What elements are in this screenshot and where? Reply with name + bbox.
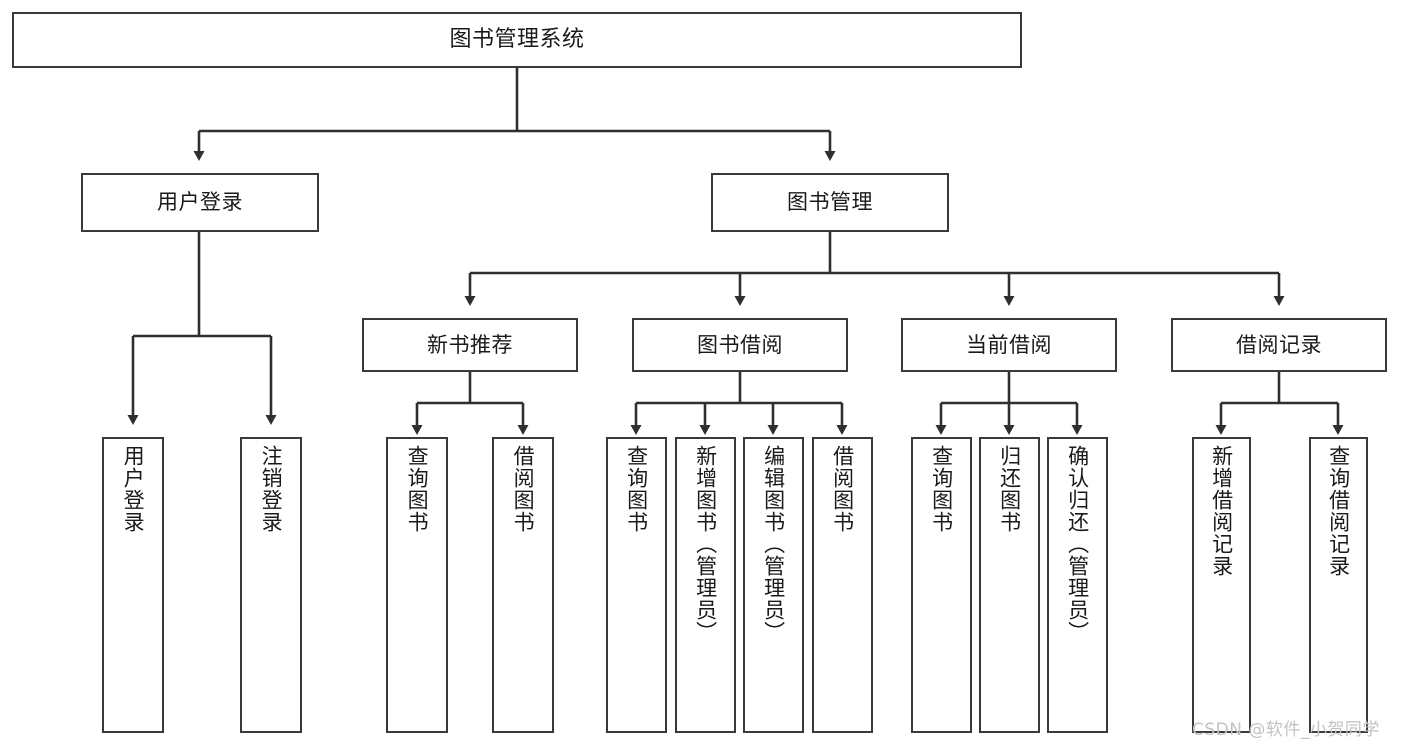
leaf-book-borrow-borrow-book[interactable]: 借阅图书 bbox=[812, 437, 873, 733]
node-label: 新书推荐 bbox=[427, 332, 513, 357]
node-label: 借阅图书 bbox=[830, 445, 855, 533]
node-label: 图书借阅 bbox=[697, 332, 783, 357]
leaf-user-login-login[interactable]: 用户登录 bbox=[102, 437, 164, 733]
leaf-current-borrow-confirm-return-admin[interactable]: 确认归还（管理员） bbox=[1047, 437, 1108, 733]
node-label: 用户登录 bbox=[121, 445, 146, 533]
node-label: 借阅图书 bbox=[511, 445, 536, 533]
node-label: 编辑图书（管理员） bbox=[761, 445, 786, 643]
node-current-borrow[interactable]: 当前借阅 bbox=[901, 318, 1117, 372]
leaf-borrow-record-query-record[interactable]: 查询借阅记录 bbox=[1309, 437, 1368, 733]
node-label: 确认归还（管理员） bbox=[1065, 445, 1090, 643]
node-label: 查询图书 bbox=[929, 445, 954, 533]
node-label: 借阅记录 bbox=[1236, 332, 1322, 357]
node-label: 注销登录 bbox=[259, 445, 284, 533]
node-label: 归还图书 bbox=[997, 445, 1022, 533]
leaf-user-login-logout[interactable]: 注销登录 bbox=[240, 437, 302, 733]
node-book-management[interactable]: 图书管理 bbox=[711, 173, 949, 232]
node-new-book-recommend[interactable]: 新书推荐 bbox=[362, 318, 578, 372]
leaf-borrow-record-add-record[interactable]: 新增借阅记录 bbox=[1192, 437, 1251, 733]
leaf-book-borrow-edit-book-admin[interactable]: 编辑图书（管理员） bbox=[743, 437, 804, 733]
node-root-book-management-system[interactable]: 图书管理系统 bbox=[12, 12, 1022, 68]
leaf-new-book-query-book[interactable]: 查询图书 bbox=[386, 437, 448, 733]
node-label: 查询借阅记录 bbox=[1326, 445, 1351, 577]
csdn-watermark: CSDN @软件_小贺同学 bbox=[1192, 720, 1380, 740]
node-label: 图书管理 bbox=[787, 190, 873, 215]
leaf-current-borrow-query-book[interactable]: 查询图书 bbox=[911, 437, 972, 733]
leaf-current-borrow-return-book[interactable]: 归还图书 bbox=[979, 437, 1040, 733]
leaf-book-borrow-query-book[interactable]: 查询图书 bbox=[606, 437, 667, 733]
node-label: 图书管理系统 bbox=[449, 27, 585, 53]
node-book-borrow[interactable]: 图书借阅 bbox=[632, 318, 848, 372]
node-label: 新增图书（管理员） bbox=[693, 445, 718, 643]
node-label: 用户登录 bbox=[157, 190, 243, 215]
node-label: 查询图书 bbox=[624, 445, 649, 533]
node-label: 当前借阅 bbox=[966, 332, 1052, 357]
leaf-new-book-borrow-book[interactable]: 借阅图书 bbox=[492, 437, 554, 733]
node-user-login[interactable]: 用户登录 bbox=[81, 173, 319, 232]
node-label: 查询图书 bbox=[405, 445, 430, 533]
node-label: 新增借阅记录 bbox=[1209, 445, 1234, 577]
leaf-book-borrow-add-book-admin[interactable]: 新增图书（管理员） bbox=[675, 437, 736, 733]
node-borrow-record[interactable]: 借阅记录 bbox=[1171, 318, 1387, 372]
